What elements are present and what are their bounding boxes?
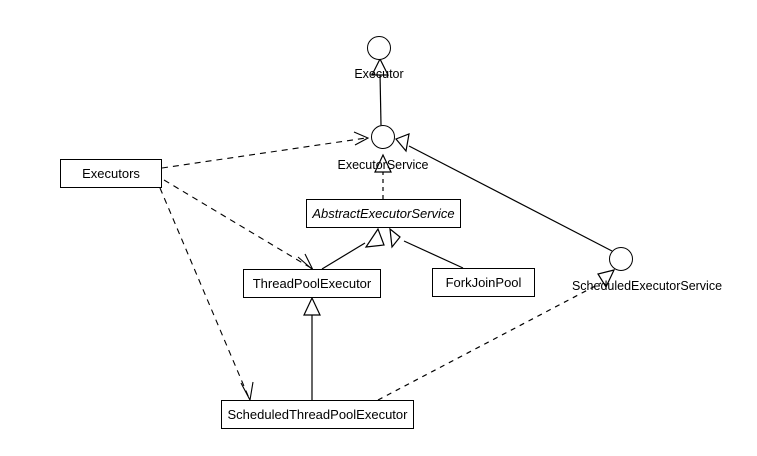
interface-label-executor: Executor [354, 67, 404, 81]
class-box-fork-join-pool[interactable]: ForkJoinPool [432, 268, 535, 297]
edge-threadpoolexecutor-extends-abstractexecutorservice[interactable] [321, 227, 385, 270]
class-box-thread-pool-executor[interactable]: ThreadPoolExecutor [243, 269, 381, 298]
edge-scheduledexecutorservice-extends-executorservice[interactable] [395, 133, 613, 252]
edge-executors-uses-executorservice[interactable] [161, 131, 370, 169]
interface-label-executor-service: ExecutorService [337, 158, 429, 172]
interface-circle-scheduled-executor-service[interactable] [609, 247, 633, 271]
interface-label-scheduled-executor-service: ScheduledExecutorService [571, 279, 723, 293]
edge-abstractexecutorservice-implements-executorservice[interactable] [374, 153, 392, 199]
edge-scheduledthreadpoolexecutor-implements-scheduledexecutorservice[interactable] [377, 269, 616, 401]
class-box-abstract-executor-service[interactable]: AbstractExecutorService [306, 199, 461, 228]
class-box-executors[interactable]: Executors [60, 159, 162, 188]
edge-forkjoinpool-extends-abstractexecutorservice[interactable] [389, 227, 464, 269]
interface-circle-executor[interactable] [367, 36, 391, 60]
class-box-scheduled-thread-pool-executor[interactable]: ScheduledThreadPoolExecutor [221, 400, 414, 429]
edge-scheduledthreadpoolexecutor-extends-threadpoolexecutor[interactable] [303, 296, 321, 400]
edge-executorservice-extends-executor[interactable] [371, 57, 389, 126]
edge-executors-uses-threadpoolexecutor[interactable] [163, 179, 314, 271]
edge-executors-uses-scheduledthreadpoolexecutor[interactable] [159, 187, 254, 402]
interface-circle-executor-service[interactable] [371, 125, 395, 149]
